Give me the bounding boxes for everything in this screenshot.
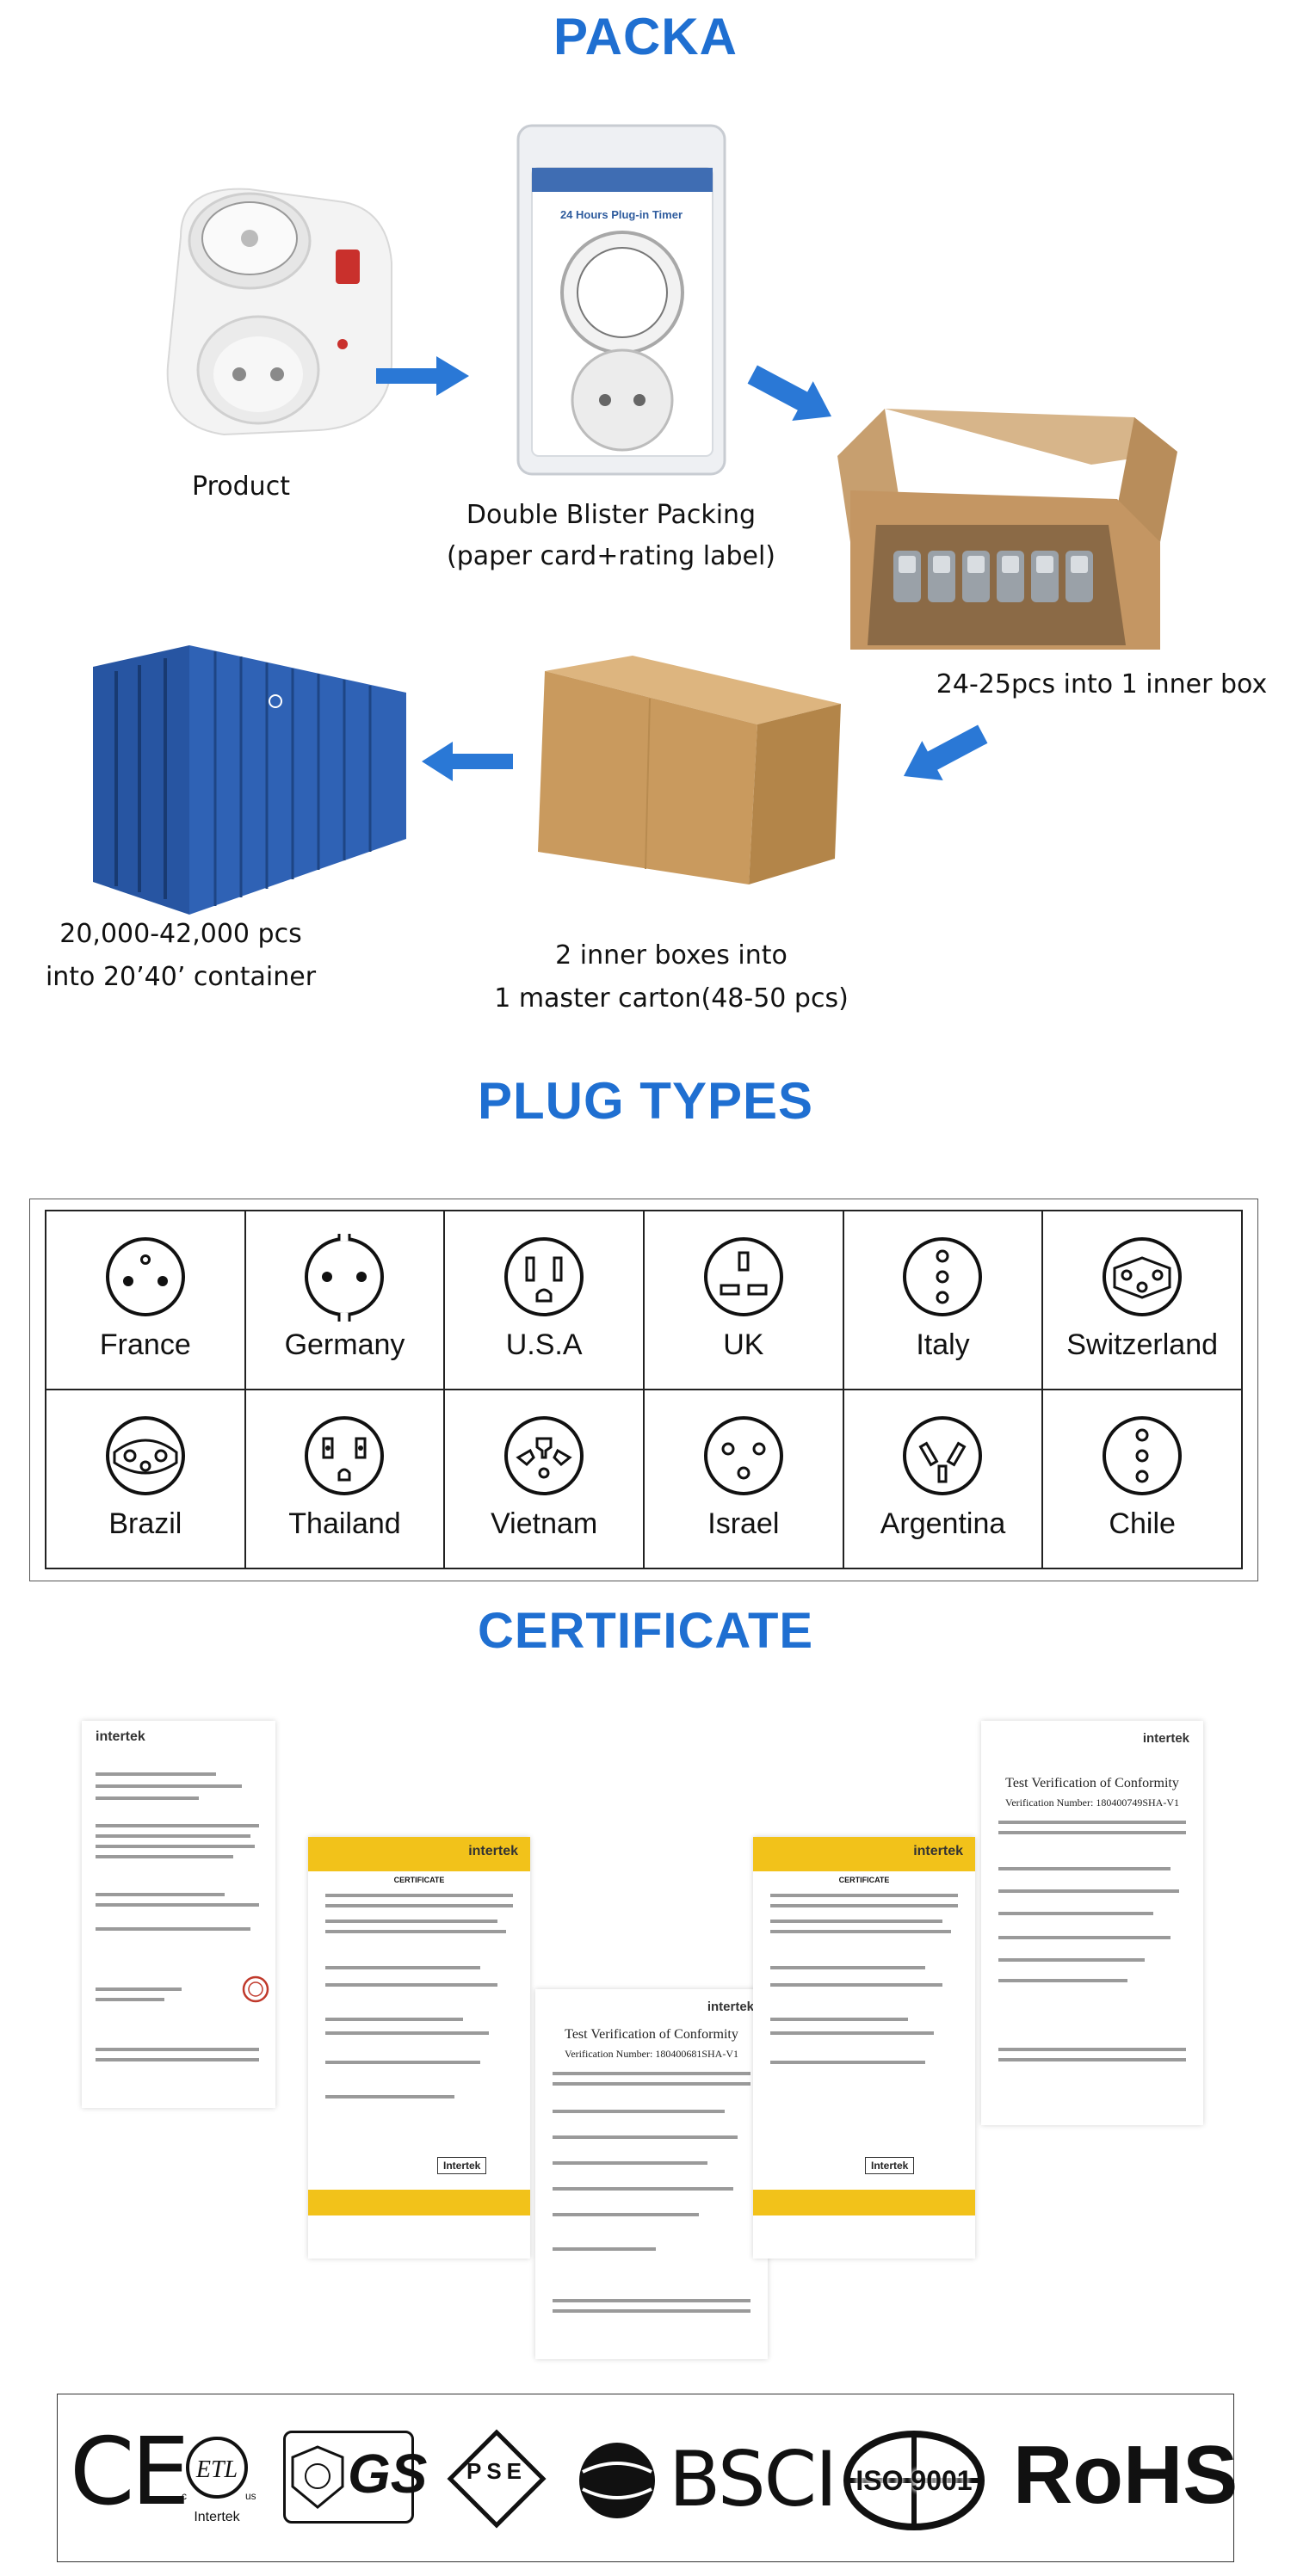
blister-label-line2: (paper card+rating label) <box>446 541 776 571</box>
switzerland-plug-icon <box>1103 1237 1183 1316</box>
certificate-doc-2: intertek CERTIFICATE Intertek <box>308 1837 530 2259</box>
product-label: Product <box>192 471 290 502</box>
plug-label: UK <box>723 1328 764 1361</box>
certificate-doc-3: intertek Test Verification of Conformity… <box>535 1989 768 2359</box>
plug-cell-brazil: Brazil <box>46 1390 246 1569</box>
uk-plug-icon <box>703 1237 783 1316</box>
plug-cell-thailand: Thailand <box>245 1390 446 1569</box>
iso-text: ISO 9001 <box>856 2465 973 2496</box>
gs-text: GS <box>348 2443 428 2505</box>
certificate-doc-4: intertek CERTIFICATE Intertek <box>753 1837 975 2259</box>
shipping-container-image <box>86 641 406 916</box>
plug-cell-uk: UK <box>645 1211 844 1390</box>
arrow-left-icon <box>422 742 513 781</box>
plug-cell-argentina: Argentina <box>843 1390 1044 1569</box>
inner-box-label: 24-25pcs into 1 inner box <box>936 669 1268 699</box>
plug-label: Thailand <box>288 1507 401 1540</box>
gs-logo: GS <box>283 2431 427 2524</box>
pse-logo: PSE <box>445 2427 548 2530</box>
plug-label: France <box>99 1328 191 1361</box>
iso-logo: ISO 9001 <box>841 2429 987 2532</box>
plug-label: U.S.A <box>505 1328 583 1361</box>
verification-title: Test Verification of Conformity <box>1005 1776 1179 1790</box>
certification-logos-bar: CE ETL c us Intertek GS PSE BSCI <box>57 2394 1238 2562</box>
intertek-logo: intertek <box>707 2000 754 2014</box>
plug-label: Switzerland <box>1066 1328 1219 1361</box>
pse-diamond-icon <box>447 2429 547 2529</box>
container-label-line2: into 20’40’ container <box>45 962 317 992</box>
master-carton-line1: 2 inner boxes into <box>555 940 788 971</box>
plug-label: Germany <box>284 1328 405 1361</box>
plug-label: Italy <box>916 1328 970 1361</box>
plug-cell-france: France <box>46 1211 246 1390</box>
ce-logo: CE <box>70 2419 190 2526</box>
brazil-plug-icon <box>105 1416 185 1495</box>
plug-label: Argentina <box>880 1507 1006 1540</box>
rohs-logo: RoHS <box>1013 2429 1238 2521</box>
pse-text: PSE <box>466 2458 528 2484</box>
master-carton-image <box>529 654 843 886</box>
bsci-logo: BSCI <box>574 2429 837 2532</box>
plug-cell-vietnam: Vietnam <box>445 1390 645 1569</box>
svg-text:us: us <box>245 2490 256 2502</box>
certificate-doc-1: intertek <box>82 1721 275 2108</box>
intertek-logo: intertek <box>468 1844 518 1858</box>
bsci-text: BSCI <box>669 2435 837 2524</box>
container-label-line1: 20,000-42,000 pcs <box>59 919 302 949</box>
plug-label: Israel <box>707 1507 780 1540</box>
germany-plug-icon <box>305 1234 385 1322</box>
france-plug-icon <box>105 1237 185 1316</box>
blister-pack-image: 24 Hours Plug-in Timer <box>515 120 730 482</box>
vietnam-plug-icon <box>504 1416 584 1495</box>
argentina-plug-icon <box>903 1416 983 1495</box>
seal-icon <box>242 1975 269 2003</box>
verification-title: Test Verification of Conformity <box>565 2027 738 2042</box>
chile-plug-icon <box>1103 1416 1183 1495</box>
plug-cell-germany: Germany <box>245 1211 446 1390</box>
etl-logo: ETL c us Intertek <box>178 2429 256 2532</box>
italy-plug-icon <box>903 1237 983 1316</box>
blister-label-line1: Double Blister Packing <box>466 500 757 530</box>
plug-cell-chile: Chile <box>1043 1390 1243 1569</box>
verification-number: Verification Number: 180400749SHA-V1 <box>1005 1796 1179 1809</box>
arrow-right-icon <box>376 356 469 396</box>
plug-types-table: France Germany U.S.A <box>29 1199 1258 1581</box>
intertek-logo: intertek <box>1142 1731 1189 1746</box>
etl-mark-icon: ETL c us <box>182 2437 256 2502</box>
cert-heading: CERTIFICATE <box>393 1876 445 1884</box>
plug-label: Chile <box>1109 1507 1176 1540</box>
verification-number: Verification Number: 180400681SHA-V1 <box>565 2048 738 2060</box>
plug-types-title: PLUG TYPES <box>477 1072 814 1130</box>
bsci-globe-icon <box>579 2443 655 2518</box>
master-carton-line2: 1 master carton(48-50 pcs) <box>494 983 849 1014</box>
gs-mark-label: Intertek <box>437 2157 487 2174</box>
gs-mark-label: Intertek <box>865 2157 915 2174</box>
blister-card-title: 24 Hours Plug-in Timer <box>559 208 683 221</box>
etl-sub-label: Intertek <box>194 2510 240 2524</box>
israel-plug-icon <box>703 1416 783 1495</box>
certificate-title: CERTIFICATE <box>477 1603 814 1659</box>
svg-text:ETL: ETL <box>195 2456 238 2483</box>
plug-cell-usa: U.S.A <box>445 1211 645 1390</box>
plug-cell-italy: Italy <box>843 1211 1044 1390</box>
plug-label: Brazil <box>108 1507 182 1540</box>
arrow-down-left-icon <box>903 724 988 781</box>
packing-title: PACKA <box>553 8 738 65</box>
product-image <box>146 168 405 452</box>
cert-heading: CERTIFICATE <box>838 1876 890 1884</box>
intertek-logo: intertek <box>96 1729 145 1744</box>
arrow-down-right-icon <box>747 365 832 422</box>
svg-text:c: c <box>182 2490 187 2502</box>
iso-globe-icon <box>843 2431 985 2530</box>
plug-cell-israel: Israel <box>645 1390 844 1569</box>
thailand-plug-icon <box>305 1416 385 1495</box>
plug-label: Vietnam <box>491 1507 598 1540</box>
inner-box-image <box>833 404 1188 654</box>
certificate-doc-5: intertek Test Verification of Conformity… <box>981 1721 1203 2125</box>
plug-cell-switzerland: Switzerland <box>1043 1211 1243 1390</box>
usa-plug-icon <box>504 1237 584 1316</box>
intertek-logo: intertek <box>913 1844 963 1858</box>
tuv-mark-icon <box>291 2445 344 2509</box>
